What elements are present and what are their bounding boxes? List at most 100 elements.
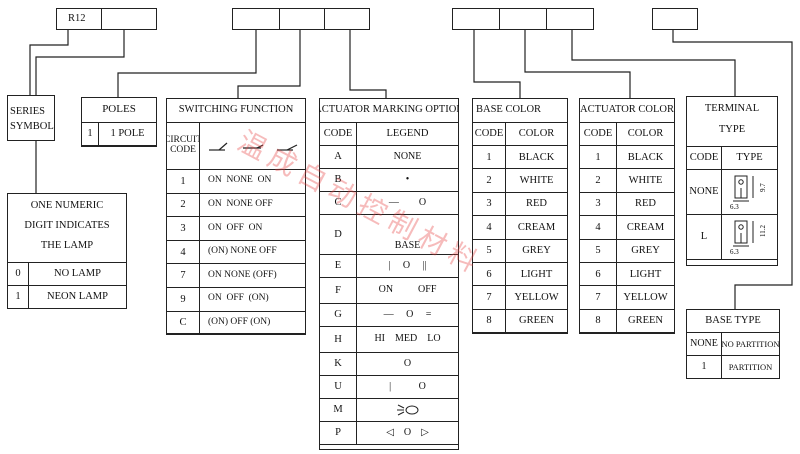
marking-row-legend: O: [356, 352, 459, 376]
actuator-color-code-header: CODE: [579, 122, 617, 146]
switching-row-code: 2: [166, 192, 200, 218]
switching-row-text: ON OFF (ON): [199, 287, 306, 312]
marking-row-code: C: [319, 191, 357, 215]
series-symbol-box: SERIES SYMBOL: [7, 95, 55, 141]
base-color-row-code: 5: [472, 238, 506, 263]
marking-row-legend: — O: [356, 191, 459, 215]
base-color-row-code: 3: [472, 191, 506, 217]
lamp-title-1: ONE NUMERIC: [30, 200, 104, 211]
base-type-text-0: NO PARTITION: [721, 332, 780, 356]
code-box-lamp: [101, 8, 157, 30]
actuator-color-row-code: 7: [579, 285, 617, 310]
switching-row-code: 9: [166, 287, 200, 312]
marking-row-legend: ◁ O ▷: [356, 421, 459, 445]
marking-row-legend: [356, 398, 459, 422]
switching-row-code: 3: [166, 216, 200, 241]
terminal-l-lug-icon: 6.3 11.2: [730, 220, 767, 256]
terminal-dim-b-none: 6.3: [730, 203, 739, 211]
marking-row-code: F: [319, 277, 357, 304]
base-color-row-code: 8: [472, 308, 506, 334]
actuator-color-row-code: 1: [579, 145, 617, 170]
base-type-text-1: PARTITION: [721, 355, 780, 379]
toggle-positions-icon: [208, 142, 297, 151]
code-box-poles: [232, 8, 280, 30]
base-color-row-code: 4: [472, 215, 506, 240]
prefix-box: R12: [56, 8, 102, 30]
base-color-row-code: 6: [472, 262, 506, 287]
switching-code-header-2: CODE: [170, 145, 196, 155]
lamp-title-3: THE LAMP: [40, 240, 94, 251]
base-color-row-color: LIGHT: [505, 262, 568, 287]
terminal-type-table: TERMINAL TYPE CODE TYPE NONE 6.3 9.7 L: [686, 96, 778, 266]
marking-row-code: B: [319, 168, 357, 192]
actuator-color-row-color: WHITE: [616, 168, 675, 193]
switching-row-text: (ON) NONE OFF: [199, 239, 306, 265]
marking-row-legend: •: [356, 168, 459, 192]
actuator-color-row-color: BLACK: [616, 145, 675, 170]
marking-row-code: P: [319, 421, 357, 445]
marking-row-code: A: [319, 145, 357, 169]
terminal-dim-a-l: 11.2: [759, 225, 767, 237]
base-color-code-header: CODE: [472, 122, 506, 146]
actuator-color-row-code: 2: [579, 168, 617, 193]
code-box-actuator-color: [499, 8, 547, 30]
terminal-dim-a-none: 9.7: [759, 183, 767, 192]
base-color-row-color: RED: [505, 191, 568, 217]
base-color-row-color: YELLOW: [505, 285, 568, 310]
actuator-color-row-color: RED: [616, 191, 675, 217]
switching-row-text: ON NONE ON: [199, 169, 306, 194]
marking-legend-header: LEGEND: [356, 122, 459, 146]
marking-row-code: E: [319, 254, 357, 278]
lamp-text-0: NO LAMP: [28, 262, 127, 286]
terminal-code-none: NONE: [686, 169, 722, 215]
switching-row-text: ON NONE (OFF): [199, 263, 306, 288]
base-color-row-code: 1: [472, 145, 506, 170]
terminal-code-l: L: [686, 214, 722, 260]
base-type-title: BASE TYPE: [686, 309, 780, 333]
actuator-color-row-color: LIGHT: [616, 262, 675, 287]
marking-row-legend: ON OFF: [356, 277, 459, 304]
code-box-actuator-marking: [324, 8, 370, 30]
base-color-row-code: 2: [472, 168, 506, 193]
code-box-switching: [279, 8, 325, 30]
terminal-code-header: CODE: [686, 146, 722, 170]
terminal-dim-b-l: 6.3: [730, 248, 739, 256]
actuator-color-row-color: GREEN: [616, 308, 675, 334]
switching-row-code: C: [166, 310, 200, 336]
terminal-drawing-none: 6.3 9.7: [721, 169, 778, 215]
poles-text: 1 POLE: [98, 122, 157, 146]
marking-row-legend: — O =: [356, 303, 459, 327]
code-box-base-color: [452, 8, 500, 30]
prefix-text: R12: [68, 13, 86, 24]
terminal-type-header: TYPE: [721, 146, 778, 170]
base-color-color-header: COLOR: [505, 122, 568, 146]
base-color-row-color: CREAM: [505, 215, 568, 240]
actuator-color-row-code: 4: [579, 215, 617, 240]
switching-row-code: 1: [166, 169, 200, 194]
lamp-bulb-icon: [396, 404, 418, 416]
actuator-color-row-color: CREAM: [616, 215, 675, 240]
poles-table: POLES 1 1 POLE: [81, 97, 157, 147]
lamp-code-1: 1: [7, 285, 29, 309]
marking-row-code: K: [319, 352, 357, 376]
actuator-color-row-code: 3: [579, 191, 617, 217]
actuator-marking-title: ACTUATOR MARKING OPTION: [319, 98, 459, 123]
marking-row-code: M: [319, 398, 357, 422]
switching-code-header-1: CIRCUIT: [167, 135, 200, 146]
base-color-row-color: WHITE: [505, 168, 568, 193]
code-box-base-type: [652, 8, 698, 30]
poles-title: POLES: [102, 103, 136, 116]
actuator-color-row-color: GREY: [616, 238, 675, 263]
marking-row-legend: HI MED LO: [356, 326, 459, 353]
base-color-row-code: 7: [472, 285, 506, 310]
marking-row-legend: | O ||: [356, 254, 459, 278]
base-type-code-1: 1: [686, 355, 722, 379]
actuator-color-row-code: 6: [579, 262, 617, 287]
terminal-drawing-l: 6.3 11.2: [721, 214, 778, 260]
marking-row-code: U: [319, 375, 357, 399]
series-label-2: SYMBOL: [10, 121, 54, 132]
